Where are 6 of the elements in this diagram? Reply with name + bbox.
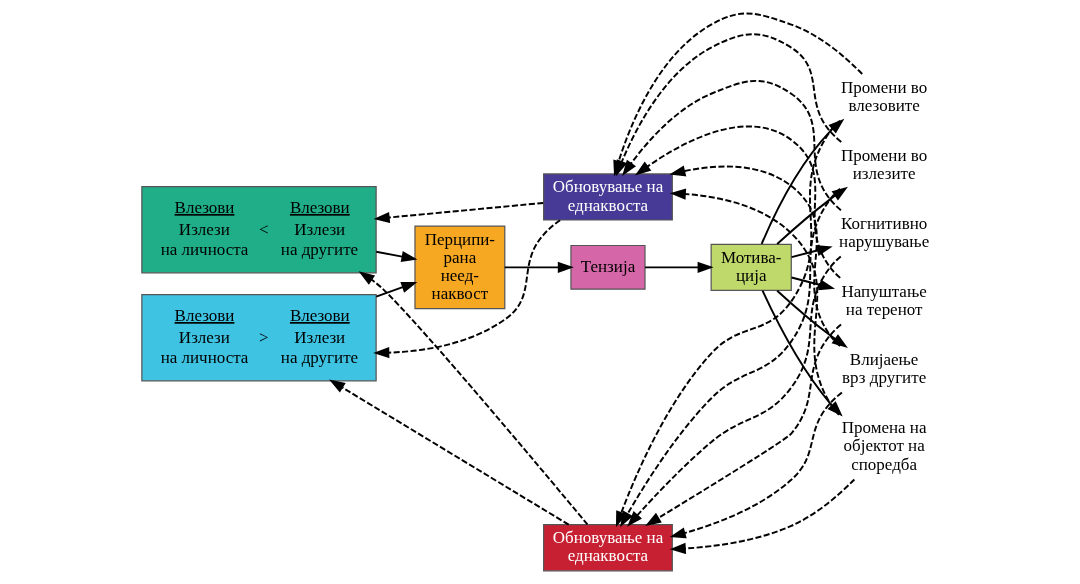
node-text: Промени во излезите — [841, 145, 928, 183]
node-text: Влијаење врз другите — [842, 349, 927, 387]
node-text: Промени во влезовите — [841, 77, 928, 115]
node-text: Напуштање на теренот — [841, 281, 927, 319]
node-text: Когнитивно нарушување — [839, 213, 930, 251]
node-text: Промена на објектот на споредба — [841, 418, 927, 474]
